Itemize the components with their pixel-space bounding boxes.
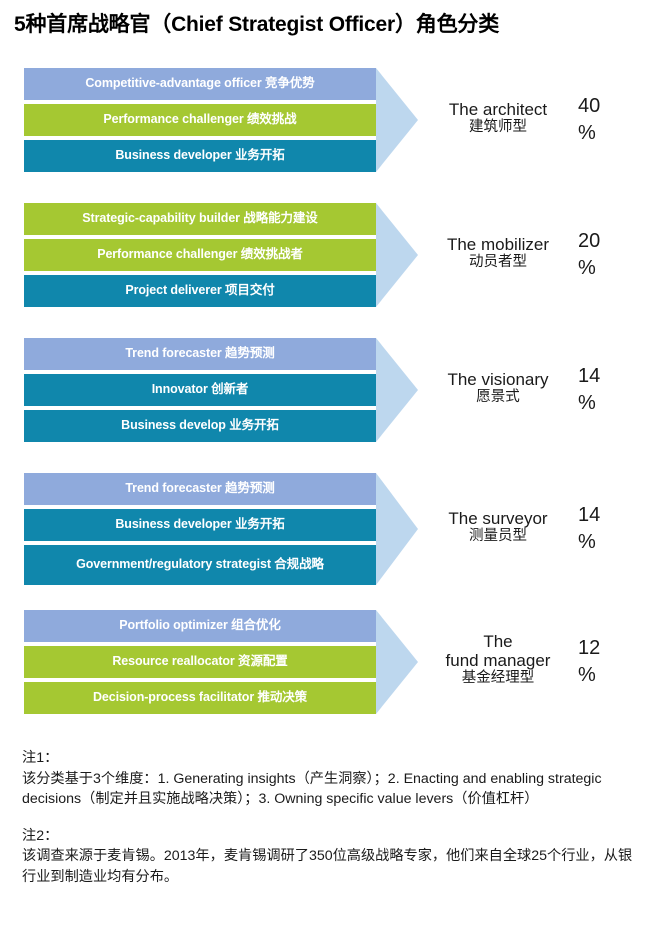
role-percent-value: 40 (578, 95, 601, 117)
role-percent-value: 12 (578, 637, 601, 659)
role-bar-label: Business develop 业务开拓 (121, 418, 279, 433)
role-bar-label: Government/regulatory strategist 合规战略 (76, 557, 324, 572)
arrow-icon (376, 473, 418, 585)
role-bar[interactable]: Portfolio optimizer 组合优化 (24, 610, 376, 642)
role-label-en: The visionary (447, 370, 549, 389)
role-percent-sign: % (578, 122, 596, 144)
arrow-icon (376, 203, 418, 307)
footnote-title: 注2： (22, 827, 59, 844)
role-bar[interactable]: Performance challenger 绩效挑战者 (24, 239, 376, 271)
role-bar-label: Strategic-capability builder 战略能力建设 (82, 211, 318, 226)
role-bar-label: Trend forecaster 趋势预测 (125, 481, 275, 496)
role-bar[interactable]: Resource reallocator 资源配置 (24, 646, 376, 678)
footnotes: 注1： 该分类基于3个维度：1. Generating insights（产生洞察… (22, 748, 638, 904)
footnote: 注2： 该调查来源于麦肯锡。2013年，麦肯锡调研了350位高级战略专家，他们来自… (22, 826, 638, 888)
role-bar-label: Resource reallocator 资源配置 (112, 654, 288, 669)
role-bar-label: Business developer 业务开拓 (115, 148, 285, 163)
role-percent: 20% (578, 228, 638, 282)
role-bar[interactable]: Trend forecaster 趋势预测 (24, 338, 376, 370)
role-bar-label: Project deliverer 项目交付 (125, 283, 275, 298)
role-bar[interactable]: Project deliverer 项目交付 (24, 275, 376, 307)
role-percent: 14% (578, 502, 638, 556)
role-bar[interactable]: Government/regulatory strategist 合规战略 (24, 545, 376, 585)
role-bar[interactable]: Trend forecaster 趋势预测 (24, 473, 376, 505)
role-label-cn: 基金经理型 (461, 670, 535, 687)
role-bar[interactable]: Business develop 业务开拓 (24, 410, 376, 442)
role-label-en: The mobilizer (446, 235, 550, 254)
role-bar-label: Trend forecaster 趋势预测 (125, 346, 275, 361)
role-percent-sign: % (578, 392, 596, 414)
role-percent: 14% (578, 363, 638, 417)
page-title: 5种首席战略官（Chief Strategist Officer）角色分类 (14, 13, 499, 36)
role-label-cn: 愿景式 (476, 389, 520, 406)
role-percent-value: 14 (578, 504, 601, 526)
role-percent-sign: % (578, 257, 596, 279)
role-percent-value: 20 (578, 230, 601, 252)
role-bar-label: Business developer 业务开拓 (115, 517, 285, 532)
footnote-text: 该分类基于3个维度：1. Generating insights（产生洞察）；2… (22, 770, 602, 808)
arrow-icon (376, 68, 418, 172)
role-bar[interactable]: Business developer 业务开拓 (24, 509, 376, 541)
role-bar-label: Performance challenger 绩效挑战 (103, 112, 297, 127)
role-bar[interactable]: Decision-process facilitator 推动决策 (24, 682, 376, 714)
arrow-icon (376, 610, 418, 714)
arrow-icon (376, 338, 418, 442)
role-percent-sign: % (578, 664, 596, 686)
role-bar-label: Decision-process facilitator 推动决策 (92, 690, 308, 705)
role-percent: 12% (578, 635, 638, 689)
footnote-title: 注1： (22, 750, 59, 766)
role-label-en: The architect (448, 100, 548, 119)
role-bar[interactable]: Strategic-capability builder 战略能力建设 (24, 203, 376, 235)
role-bar[interactable]: Innovator 创新者 (24, 374, 376, 406)
role-bar-label: Performance challenger 绩效挑战者 (97, 247, 303, 262)
role-label-cn: 建筑师型 (469, 119, 527, 136)
role-label-cn: 动员者型 (469, 254, 527, 271)
role-bar[interactable]: Competitive-advantage officer 竞争优势 (24, 68, 376, 100)
role-bar[interactable]: Performance challenger 绩效挑战 (24, 104, 376, 136)
role-bar[interactable]: Business developer 业务开拓 (24, 140, 376, 172)
role-label-en: The surveyor (448, 509, 548, 528)
role-bar-label: Innovator 创新者 (151, 382, 249, 397)
role-percent-value: 14 (578, 365, 601, 387)
role-percent-sign: % (578, 531, 596, 553)
role-label-cn: 测量员型 (469, 528, 527, 545)
role-percent: 40% (578, 93, 638, 147)
footnote-text: 该调查来源于麦肯锡。2013年，麦肯锡调研了350位高级战略专家，他们来自全球2… (22, 848, 633, 885)
role-bar-label: Portfolio optimizer 组合优化 (119, 618, 281, 633)
footnote: 注1： 该分类基于3个维度：1. Generating insights（产生洞察… (22, 748, 638, 810)
role-bar-label: Competitive-advantage officer 竞争优势 (85, 76, 315, 91)
